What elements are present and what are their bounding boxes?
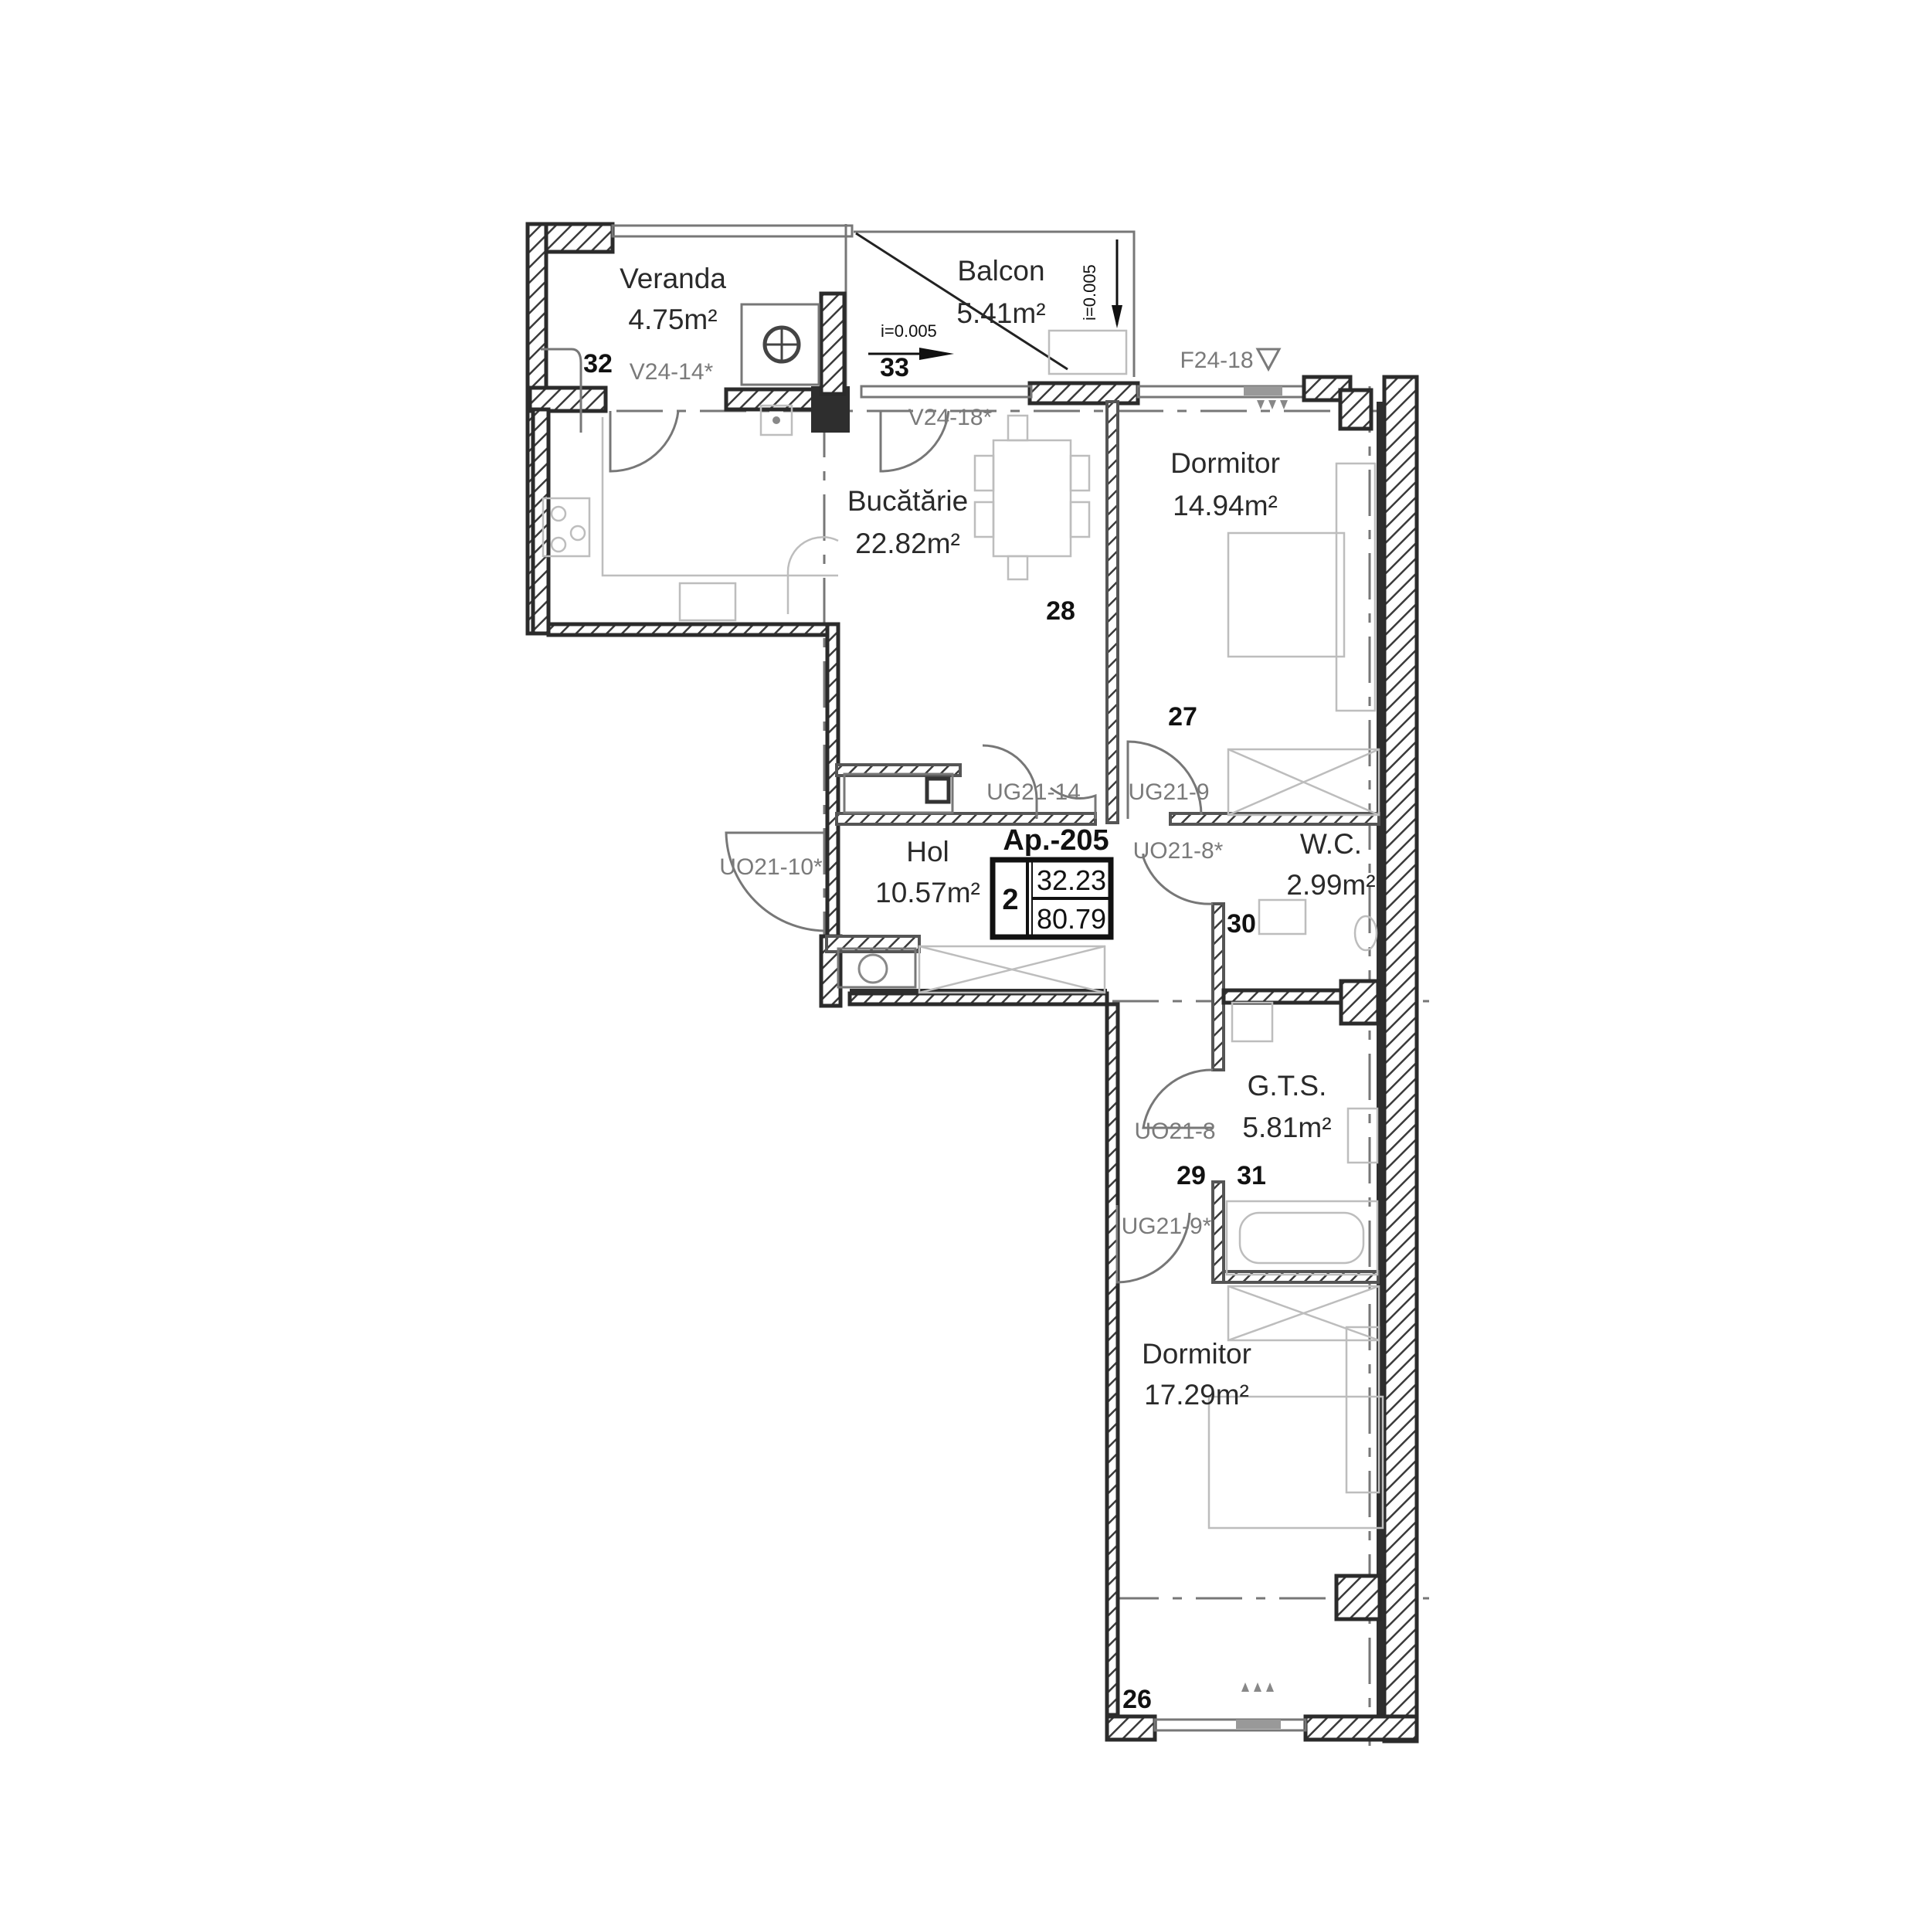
room-number-29: 29 — [1177, 1161, 1206, 1190]
furniture — [542, 414, 1384, 1530]
apartment-label: Ap.-205 — [1003, 824, 1109, 857]
room-labels: Veranda 4.75m² Balcon 5.41m² Bucătărie 2… — [620, 255, 1376, 1411]
room-name-bucatarie: Bucătărie — [847, 485, 968, 517]
room-name-hol: Hol — [906, 836, 949, 868]
room-number-30: 30 — [1227, 909, 1256, 939]
code-door-bedroom1: UG21-9 — [1128, 779, 1209, 805]
room-name-wc: W.C. — [1300, 828, 1362, 860]
slope-horizontal: i=0.005 — [881, 321, 937, 341]
code-door-gts: UO21-8 — [1134, 1119, 1215, 1144]
room-name-dormitor2: Dormitor — [1142, 1338, 1251, 1370]
room-area-wc: 2.99m² — [1286, 869, 1375, 901]
apartment-info: Ap.-205 2 32.23 80.79 — [990, 824, 1114, 940]
code-door-bedroom2: UG21-9* — [1122, 1214, 1212, 1239]
room-number-27: 27 — [1168, 702, 1197, 732]
room-name-dormitor1: Dormitor — [1170, 447, 1280, 479]
axis-lines — [533, 386, 1429, 1746]
apartment-living-area: 32.23 — [1037, 864, 1106, 896]
room-area-bucatarie: 22.82m² — [855, 528, 960, 559]
room-area-dormitor1: 14.94m² — [1173, 490, 1278, 521]
element-codes: V24-14* V24-18* F24-18 UG21-14 UG21-9 UO… — [630, 348, 1282, 1239]
room-number-28: 28 — [1046, 596, 1075, 626]
room-area-balcon: 5.41m² — [956, 297, 1045, 329]
room-name-veranda: Veranda — [620, 263, 726, 294]
room-number-31: 31 — [1237, 1161, 1266, 1190]
code-door-entrance: UO21-10* — [719, 854, 823, 880]
code-window-bedroom1: F24-18 — [1180, 348, 1253, 373]
slope-vertical: i=0.005 — [1080, 264, 1099, 321]
room-name-gts: G.T.S. — [1248, 1070, 1327, 1102]
code-window-kitchen: V24-18* — [908, 405, 993, 430]
exterior-walls — [531, 375, 1419, 1744]
room-number-33: 33 — [880, 353, 909, 382]
doors — [609, 410, 1214, 1284]
room-area-dormitor2: 17.29m² — [1144, 1379, 1249, 1411]
window-marker-icon — [1255, 348, 1282, 372]
apartment-total-area: 80.79 — [1037, 903, 1106, 935]
apartment-room-count: 2 — [1002, 884, 1018, 916]
interior-walls — [825, 400, 1380, 1284]
slope-labels: i=0.005 i=0.005 — [881, 264, 1099, 341]
code-door-kitchen: UG21-14 — [986, 779, 1081, 805]
room-area-hol: 10.57m² — [875, 877, 980, 908]
room-area-gts: 5.81m² — [1242, 1112, 1331, 1143]
room-numbers: 32 33 28 27 30 29 31 26 — [583, 349, 1266, 1714]
room-area-veranda: 4.75m² — [628, 304, 717, 335]
room-number-26: 26 — [1122, 1685, 1152, 1714]
code-window-veranda: V24-14* — [630, 359, 714, 385]
room-name-balcon: Balcon — [957, 255, 1044, 287]
code-door-wc: UO21-8* — [1133, 838, 1224, 864]
room-number-32: 32 — [583, 349, 613, 379]
